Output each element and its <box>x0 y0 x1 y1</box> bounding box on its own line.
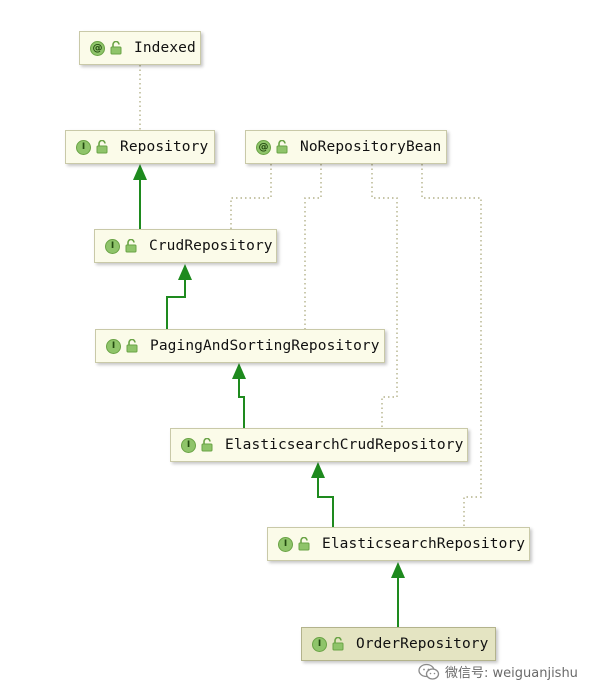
edge-elasticsearchcrudrepository-elasticsearchrepository <box>317 478 334 527</box>
edge-norepositorybean-crudrepository <box>230 164 272 229</box>
unlocked-padlock-icon <box>125 239 137 253</box>
watermark: 微信号: weiguanjishu <box>418 662 578 681</box>
node-elasticsearchcrudrepository[interactable]: I ElasticsearchCrudRepository <box>170 428 468 462</box>
wechat-icon <box>418 663 440 680</box>
node-elasticsearchrepository[interactable]: I ElasticsearchRepository <box>267 527 530 561</box>
unlocked-padlock-icon <box>126 339 138 353</box>
annotation-badge-icon: @ <box>90 40 105 56</box>
unlocked-padlock-icon <box>110 41 122 55</box>
node-label: CrudRepository <box>149 238 273 254</box>
unlocked-padlock-icon <box>332 637 344 651</box>
edge-pagingandsortingrepository-elasticsearchcrudrepository <box>238 379 245 428</box>
edge-norepositorybean-elasticsearchrepository <box>421 164 482 527</box>
interface-badge-icon: I <box>312 636 327 652</box>
node-label: Repository <box>120 139 209 155</box>
unlocked-padlock-icon <box>276 140 288 154</box>
node-label: NoRepositoryBean <box>300 139 442 155</box>
edge-crudrepository-pagingandsortingrepository <box>166 280 186 329</box>
interface-badge-icon: I <box>105 238 120 254</box>
interface-badge-icon: I <box>106 338 121 354</box>
inheritance-arrowhead <box>232 363 246 379</box>
node-pagingandsortingrepository[interactable]: I PagingAndSortingRepository <box>95 329 385 363</box>
interface-badge-icon: I <box>181 437 196 453</box>
node-label: ElasticsearchRepository <box>322 536 526 552</box>
node-label: OrderRepository <box>356 636 489 652</box>
node-label: PagingAndSortingRepository <box>150 338 380 354</box>
unlocked-padlock-icon <box>201 438 213 452</box>
node-crudrepository[interactable]: I CrudRepository <box>94 229 277 263</box>
inheritance-arrowhead <box>391 562 405 578</box>
unlocked-padlock-icon <box>96 140 108 154</box>
interface-badge-icon: I <box>76 139 91 155</box>
node-repository[interactable]: I Repository <box>65 130 215 164</box>
node-orderrepository[interactable]: I OrderRepository <box>301 627 496 661</box>
node-norepositorybean[interactable]: @ NoRepositoryBean <box>245 130 447 164</box>
watermark-text: 微信号: weiguanjishu <box>445 666 578 681</box>
edge-norepositorybean-pagingandsortingrepository <box>304 164 322 329</box>
node-label: Indexed <box>134 40 196 56</box>
node-label: ElasticsearchCrudRepository <box>225 437 464 453</box>
edge-norepositorybean-elasticsearchcrudrepository <box>371 164 398 428</box>
inheritance-arrowhead <box>311 462 325 478</box>
unlocked-padlock-icon <box>298 537 310 551</box>
annotation-badge-icon: @ <box>256 139 271 155</box>
inheritance-arrowhead <box>133 164 147 180</box>
interface-badge-icon: I <box>278 536 293 552</box>
node-indexed[interactable]: @ Indexed <box>79 31 201 65</box>
inheritance-arrowhead <box>178 264 192 280</box>
